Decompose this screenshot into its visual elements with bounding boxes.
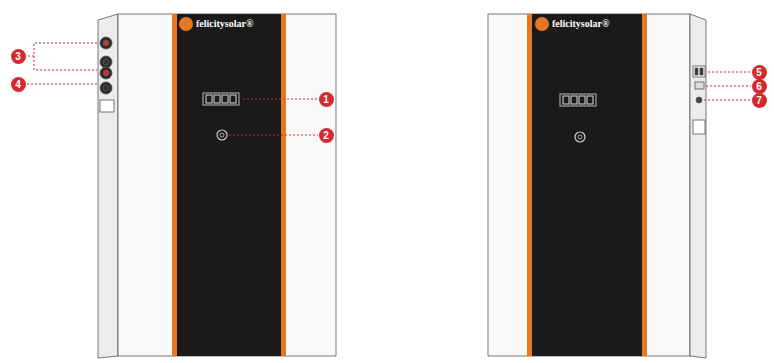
callout-number: 7 (752, 93, 767, 108)
brand-logo: felicitysolar® (196, 18, 253, 30)
callout-number: 5 (752, 65, 767, 80)
right-battery (488, 14, 706, 358)
callout-number: 6 (752, 79, 767, 94)
callout-number: 3 (11, 49, 26, 64)
brand-logo: felicitysolar® (552, 18, 609, 30)
leader-lines (26, 43, 751, 135)
left-battery (98, 14, 336, 358)
callout-number: 4 (11, 77, 26, 92)
callout-number: 1 (319, 92, 334, 107)
callout-number: 2 (319, 128, 334, 143)
